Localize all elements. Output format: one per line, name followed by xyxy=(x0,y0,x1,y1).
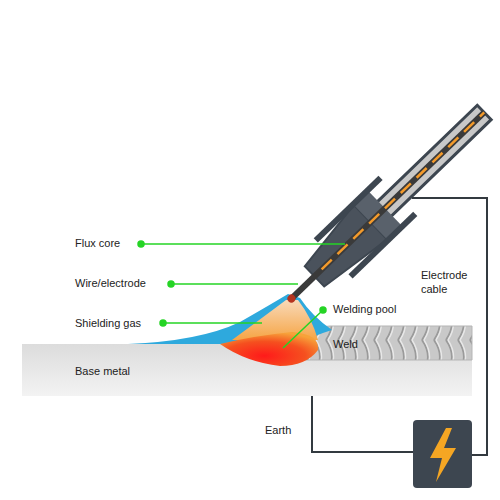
leader-lines xyxy=(138,241,345,348)
part-label: Welding pool xyxy=(333,302,396,316)
lightning-symbol xyxy=(430,428,456,482)
part-label: Base metal xyxy=(75,365,130,377)
power-source xyxy=(413,420,472,488)
welding-pool xyxy=(220,332,318,366)
part-label: Shielding gas xyxy=(75,316,141,330)
base-metal-region: Base metal xyxy=(22,344,292,396)
part-label: Electrode cable xyxy=(421,268,479,297)
part-label: Flux core xyxy=(75,236,120,250)
part-label: Weld xyxy=(333,337,358,351)
part-label: Wire/electrode xyxy=(75,276,146,290)
torch xyxy=(269,92,500,321)
earth-wire xyxy=(312,396,413,452)
electrode-cable xyxy=(412,198,487,455)
part-label: Earth xyxy=(265,423,291,437)
